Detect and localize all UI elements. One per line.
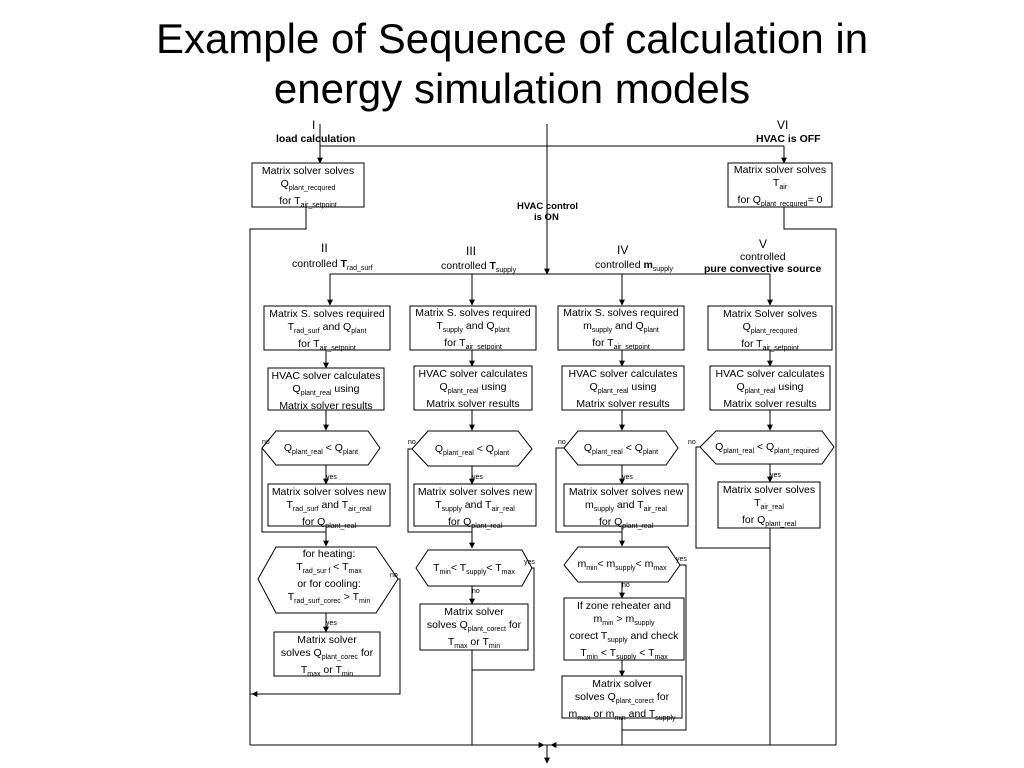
label-c4-hex-yes: yes	[676, 556, 687, 563]
box-top-right-text: Matrix solver solves Tair for Qplant_rec…	[733, 164, 827, 209]
loop-c3-no	[407, 448, 472, 533]
box-c4-hvac	[561, 365, 685, 411]
box-c4-required	[557, 305, 685, 351]
label-c4-no: no	[558, 439, 566, 446]
line-top-left-down	[249, 207, 307, 745]
box-top-left-text: Matrix solver solves Qplant_recqured for…	[261, 165, 355, 210]
cond-c2-text: Qplant_real < Qplant	[283, 442, 359, 457]
cond-c3-text: Qplant_real < Qplant	[434, 443, 510, 458]
box-c4-final-text: Matrix solver solves Qplant_corect for m…	[568, 678, 676, 723]
hex-c4-text: mmin< msupply< mmax	[577, 558, 667, 573]
loop-c2-no	[261, 448, 326, 533]
label-hvac-on-2: is ON	[534, 212, 559, 223]
title-line-1: Example of Sequence of calculation in	[155, 15, 869, 62]
cond-c4-text: Qplant_real < Qplant	[583, 442, 659, 457]
label-VI: VI	[777, 118, 789, 132]
box-c3-new	[413, 483, 537, 527]
box-c3-final-text: Matrix solver solves Qplant_corect for T…	[426, 606, 522, 651]
box-c3-required-text: Matrix S. solves required Tsupply and Qp…	[415, 307, 531, 352]
line-c4-yes-exit	[622, 564, 687, 731]
box-top-left	[251, 162, 365, 208]
loop-c4-no	[555, 447, 622, 533]
label-hvac-off: HVAC is OFF	[756, 133, 821, 145]
title-line-2: energy simulation models	[273, 65, 751, 112]
box-c3-new-text: Matrix solver solves new Tsupply and Tai…	[417, 486, 533, 531]
label-ctrl-II: controlled Trad_surf	[292, 258, 373, 273]
box-c5-hvac-text: HVAC solver calculates Qplant_real using…	[715, 368, 825, 411]
label-c3-yes: yes	[472, 474, 483, 481]
cond-c4	[563, 430, 679, 466]
label-c2-no: no	[262, 439, 270, 446]
box-c3-final	[419, 603, 529, 651]
label-ctrl-III: controlled Tsupply	[441, 260, 517, 275]
label-c4-yes: yes	[622, 474, 633, 481]
box-c3-hvac	[413, 365, 533, 411]
box-c4-new	[563, 483, 689, 527]
label-hvac-on-1: HVAC control	[517, 201, 579, 212]
box-c4-reheat	[563, 597, 685, 661]
box-top-right	[727, 162, 833, 208]
label-V: V	[759, 237, 768, 251]
label-II: II	[321, 241, 328, 255]
cond-c5	[699, 430, 835, 465]
label-c2-yes: yes	[326, 474, 337, 481]
box-c2-hvac-text: HVAC solver calculates Qplant_real using…	[271, 370, 381, 413]
label-III: III	[466, 244, 477, 258]
page-title: Example of Sequence of calculation in en…	[0, 14, 1024, 114]
label-c3-hex-no: no	[472, 588, 480, 595]
box-c4-required-text: Matrix S. solves required msupply and Qp…	[563, 307, 679, 352]
hex-c2-text: for heating: Trad_sur f < Tmax or for co…	[287, 548, 371, 606]
label-I: I	[312, 118, 316, 132]
box-c2-final	[273, 631, 381, 677]
label-c3-no: no	[408, 439, 416, 446]
box-c3-required	[409, 305, 537, 351]
label-IV: IV	[617, 243, 629, 257]
box-c5-new-text: Matrix solver solves Tair_real for Qplan…	[722, 484, 816, 529]
label-c5-no: no	[688, 439, 696, 446]
line-c3-yes-exit	[472, 567, 535, 671]
label-ctrl-V: controlled	[740, 251, 786, 263]
box-c2-new-text: Matrix solver solves new Trad_surf and T…	[271, 486, 387, 531]
label-c2-hex-no: no	[390, 572, 398, 579]
label-c2-hex-yes: yes	[326, 620, 337, 627]
hex-c3-text: Tmin< Tsupply< Tmax	[433, 562, 515, 577]
box-c2-required-text: Matrix S. solves required Trad_surf and …	[269, 308, 385, 353]
label-ctrl-V-source: pure convective source	[704, 263, 822, 275]
cond-c5-text: Qplant_real < Qplant_required	[715, 441, 819, 456]
box-c4-hvac-text: HVAC solver calculates Qplant_real using…	[568, 368, 678, 411]
cond-c2	[261, 430, 381, 466]
loop-c5-no	[695, 446, 770, 549]
label-ctrl-IV: controlled msupply	[595, 259, 674, 274]
box-c3-hvac-text: HVAC solver calculates Qplant_real using…	[418, 368, 528, 411]
box-c5-new	[717, 481, 821, 529]
cond-c3	[411, 430, 533, 467]
label-c5-yes: yes	[770, 472, 781, 479]
label-c3-hex-yes: yes	[524, 559, 535, 566]
box-c2-new	[267, 483, 391, 527]
box-c2-required	[263, 305, 391, 351]
box-c5-required-text: Matrix Solver solves Qplant_recqured for…	[723, 308, 817, 353]
label-c4-hex-no: no	[622, 582, 630, 589]
box-c2-final-text: Matrix solver solves Qplant_corec for Tm…	[280, 634, 374, 679]
label-load-calculation: load calculation	[276, 133, 356, 145]
line-top-right-down	[783, 207, 837, 745]
box-c4-reheat-text: If zone reheater and mmin > msupply core…	[569, 600, 679, 662]
box-c4-new-text: Matrix solver solves new msupply and Tai…	[568, 486, 684, 531]
